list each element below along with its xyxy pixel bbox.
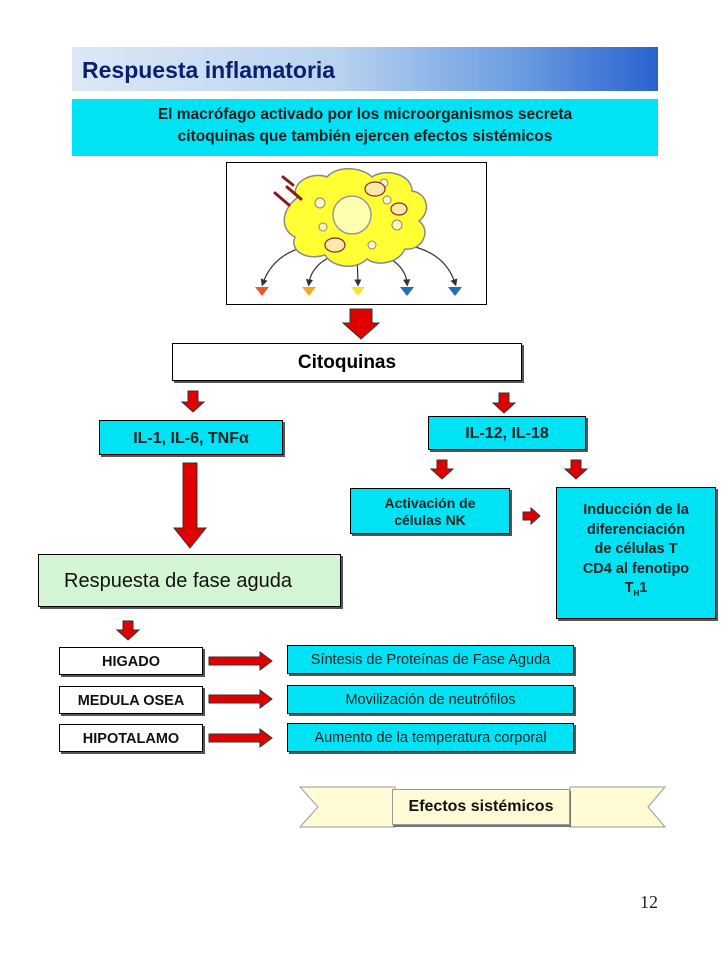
induccion-line-1: Inducción de la bbox=[583, 502, 689, 518]
acute-phase-box: Respuesta de fase aguda bbox=[38, 554, 341, 607]
arrow-right-medula bbox=[208, 689, 273, 709]
arrow-right-higado bbox=[208, 651, 273, 671]
subtitle-box: El macrófago activado por los microorgan… bbox=[72, 99, 658, 156]
arrow-down-induccion bbox=[563, 459, 589, 480]
il1-il6-tnf-box: IL-1, IL-6, TNFα bbox=[99, 420, 283, 455]
banner-left-wing bbox=[298, 786, 396, 828]
arrow-right-nk bbox=[522, 506, 541, 526]
effect-movilizacion: Movilización de neutrófilos bbox=[287, 685, 574, 714]
arrow-down-right bbox=[491, 392, 517, 414]
macrophage-icon bbox=[255, 168, 462, 296]
page-number: 12 bbox=[640, 892, 658, 912]
citoquinas-box: Citoquinas bbox=[172, 343, 522, 381]
nk-line-1: Activación de bbox=[384, 495, 476, 511]
effect-temperatura: Aumento de la temperatura corporal bbox=[287, 723, 574, 752]
slide-title: Respuesta inflamatoria bbox=[72, 47, 658, 91]
induccion-line-2: diferenciación bbox=[586, 521, 686, 538]
organ-hipotalamo: HIPOTALAMO bbox=[59, 724, 203, 752]
arrow-down-organs bbox=[115, 620, 141, 641]
nk-line-2: células NK bbox=[394, 512, 466, 528]
subtitle-line-2: citoquinas que también ejercen efectos s… bbox=[177, 128, 553, 145]
macrophage-illustration bbox=[226, 162, 487, 305]
il12-il18-box: IL-12, IL-18 bbox=[428, 416, 586, 450]
induccion-line-5: TH1 bbox=[557, 579, 715, 603]
th1-subscript: H bbox=[633, 588, 640, 598]
induccion-line-3: de células T bbox=[594, 541, 678, 557]
efectos-sistemicos-banner: Efectos sistémicos bbox=[392, 789, 570, 825]
th1-t: T bbox=[624, 580, 634, 596]
banner-right-wing bbox=[569, 786, 667, 828]
arrow-down-nk bbox=[429, 459, 455, 480]
th1-one: 1 bbox=[639, 580, 648, 596]
arrow-down-left bbox=[180, 390, 206, 413]
th1-induction-box: Inducción de la diferenciación de célula… bbox=[556, 487, 716, 619]
nk-activation-box: Activación de células NK bbox=[350, 488, 510, 534]
organ-higado: HIGADO bbox=[59, 647, 203, 675]
induccion-line-4: CD4 al fenotipo bbox=[582, 560, 690, 577]
arrow-right-hipotalamo bbox=[208, 728, 273, 748]
subtitle-line-1: El macrófago activado por los microorgan… bbox=[157, 106, 573, 123]
arrow-down-fase bbox=[172, 462, 208, 549]
effect-sintesis: Síntesis de Proteínas de Fase Aguda bbox=[287, 645, 574, 674]
arrow-down-large bbox=[341, 308, 381, 340]
organ-medula-osea: MEDULA OSEA bbox=[59, 686, 203, 714]
